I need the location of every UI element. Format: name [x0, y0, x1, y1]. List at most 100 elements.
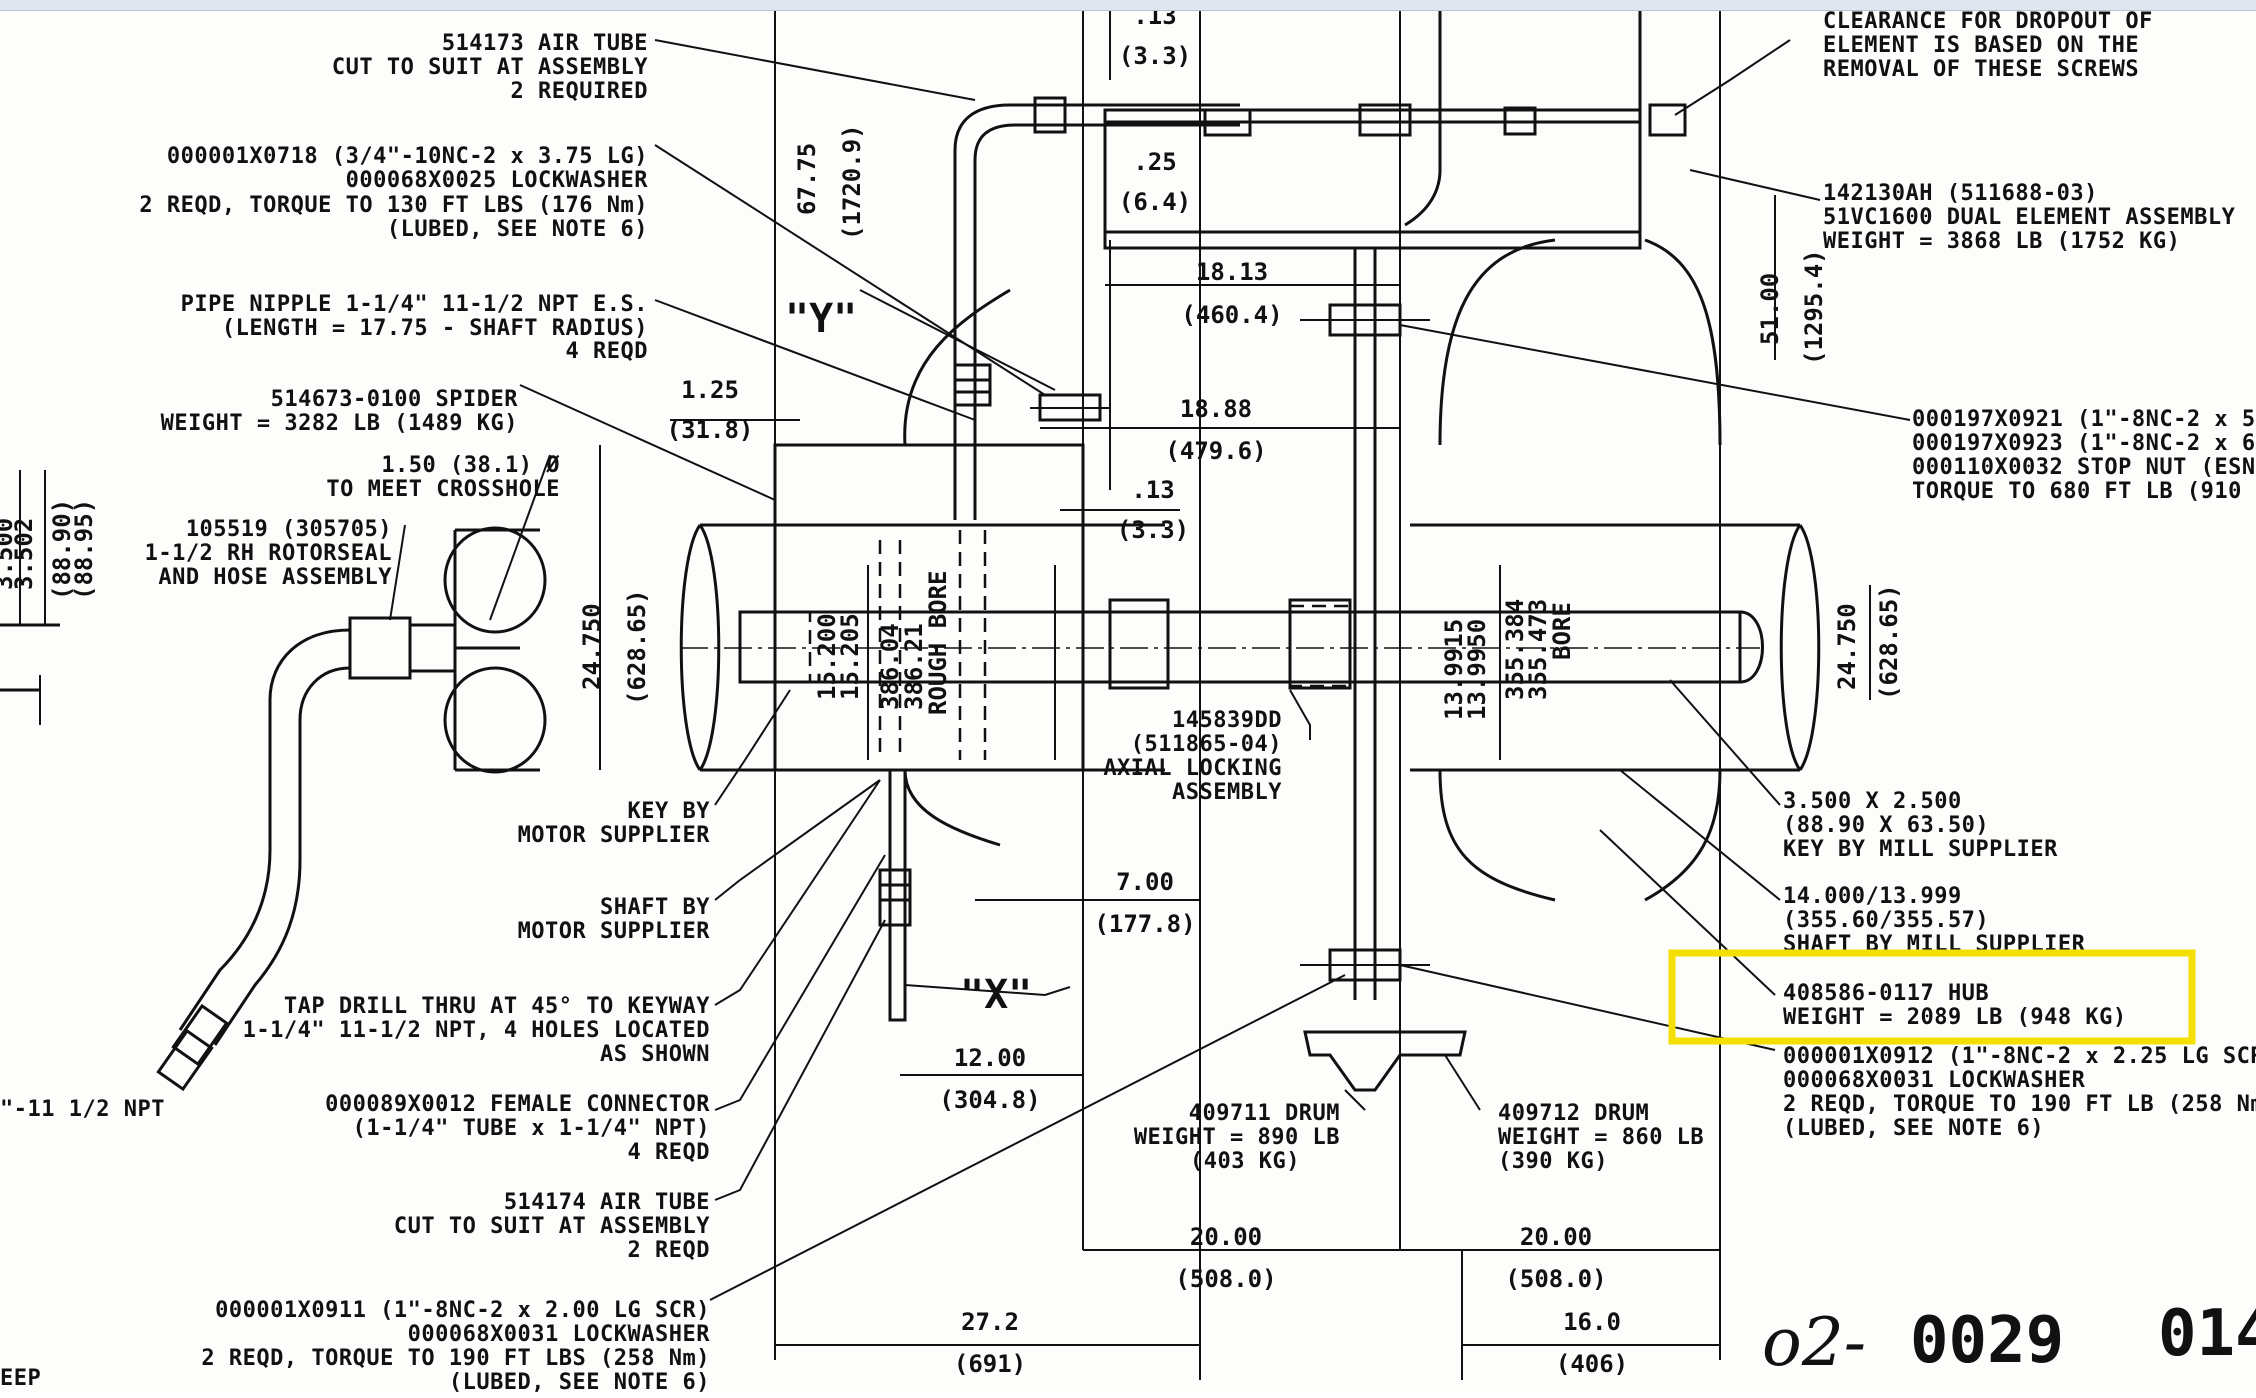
svg-text:CUT TO SUIT AT ASSEMBLY: CUT TO SUIT AT ASSEMBLY	[394, 1214, 710, 1239]
svg-text:1-1/2 RH ROTORSEAL: 1-1/2 RH ROTORSEAL	[145, 541, 392, 566]
dim-304-8: (304.8)	[939, 1086, 1040, 1114]
svg-text:000197X0921 (1"-8NC-2 x 5.: 000197X0921 (1"-8NC-2 x 5.	[1912, 407, 2256, 432]
callout-screw-0718: 000001X0718 (3/4"-10NC-2 x 3.75 LG) 0000…	[139, 144, 649, 242]
svg-text:MOTOR SUPPLIER: MOTOR SUPPLIER	[518, 919, 711, 944]
dim-25: .25	[1133, 148, 1176, 176]
svg-text:000001X0718 (3/4"-10NC-2 x 3.7: 000001X0718 (3/4"-10NC-2 x 3.75 LG)	[167, 144, 648, 169]
svg-text:2 REQD, TORQUE TO 190 FT LB (2: 2 REQD, TORQUE TO 190 FT LB (258 Nm)	[1783, 1092, 2256, 1117]
dim-13-mid: .13	[1131, 476, 1174, 504]
callout-screw-0911: 000001X0911 (1"-8NC-2 x 2.00 LG SCR) 000…	[201, 1298, 711, 1395]
svg-text:WEIGHT = 860 LB: WEIGHT = 860 LB	[1498, 1125, 1704, 1150]
svg-text:CLEARANCE FOR DROPOUT OF: CLEARANCE FOR DROPOUT OF	[1823, 9, 2153, 34]
svg-text:408586-0117 HUB: 408586-0117 HUB	[1783, 981, 1989, 1006]
svg-text:14.000/13.999: 14.000/13.999	[1783, 884, 1962, 909]
drawing-number: o2- 0029 014	[1762, 1297, 2256, 1381]
svg-text:105519 (305705): 105519 (305705)	[186, 517, 392, 542]
dim-508-0-right: (508.0)	[1505, 1265, 1606, 1293]
svg-text:145839DD: 145839DD	[1172, 708, 1282, 733]
dim-31-8: (31.8)	[667, 416, 754, 444]
svg-text:MOTOR SUPPLIER: MOTOR SUPPLIER	[518, 823, 711, 848]
callout-air-tube-514174: 514174 AIR TUBE CUT TO SUIT AT ASSEMBLY …	[394, 1190, 710, 1263]
dim-18-13: 18.13	[1196, 258, 1268, 286]
drawing-number-handwritten-prefix: o2-	[1762, 1304, 1866, 1381]
callout-axial-locking: 145839DD (511865-04) AXIAL LOCKING ASSEM…	[1103, 708, 1282, 805]
dim-1-25: 1.25	[681, 376, 739, 404]
dim-3-3-mid: (3.3)	[1117, 516, 1189, 544]
dim-88-90: (88.90)	[48, 499, 76, 600]
callout-stop-nut: 000197X0921 (1"-8NC-2 x 5. 000197X0923 (…	[1912, 407, 2256, 504]
svg-text:(511865-04): (511865-04)	[1131, 732, 1282, 757]
dim-508-0-left: (508.0)	[1175, 1265, 1276, 1293]
svg-text:(LUBED, SEE NOTE 6): (LUBED, SEE NOTE 6)	[387, 217, 648, 242]
svg-text:514173 AIR TUBE: 514173 AIR TUBE	[442, 31, 648, 56]
svg-text:(LUBED, SEE NOTE 6): (LUBED, SEE NOTE 6)	[449, 1370, 710, 1393]
svg-text:WEIGHT = 2089 LB (948 KG): WEIGHT = 2089 LB (948 KG)	[1783, 1005, 2127, 1030]
dim-460-4: (460.4)	[1181, 301, 1282, 329]
dim-386-21: 386.21	[900, 623, 928, 710]
dim-27-2: 27.2	[961, 1308, 1019, 1336]
dim-628-65-left: (628.65)	[623, 589, 651, 705]
svg-text:409711 DRUM: 409711 DRUM	[1189, 1101, 1340, 1126]
svg-text:2 REQD: 2 REQD	[628, 1238, 710, 1263]
callout-pipe-nipple: PIPE NIPPLE 1-1/4" 11-1/2 NPT E.S. (LENG…	[181, 292, 648, 364]
drawing-geometry	[0, 10, 1911, 1380]
callout-shaft-motor: SHAFT BY MOTOR SUPPLIER	[518, 895, 711, 944]
svg-text:PIPE NIPPLE 1-1/4" 11-1/2 NPT: PIPE NIPPLE 1-1/4" 11-1/2 NPT E.S.	[181, 292, 648, 317]
dim-7-00: 7.00	[1116, 868, 1174, 896]
dim-bore: BORE	[1548, 602, 1576, 660]
svg-text:51VC1600 DUAL ELEMENT ASSEMBLY: 51VC1600 DUAL ELEMENT ASSEMBLY	[1823, 205, 2236, 230]
dim-18-88: 18.88	[1180, 395, 1252, 423]
callout-screw-0912: 000001X0912 (1"-8NC-2 x 2.25 LG SCR) 000…	[1783, 1044, 2256, 1141]
svg-text:ASSEMBLY: ASSEMBLY	[1172, 780, 1282, 805]
svg-text:AS SHOWN: AS SHOWN	[600, 1042, 710, 1067]
svg-text:000001X0911 (1"-8NC-2 x 2.00 L: 000001X0911 (1"-8NC-2 x 2.00 LG SCR)	[215, 1298, 710, 1323]
dimension-labels: .13 (3.3) 67.75 (1720.9) .25 (6.4) 18.13…	[0, 2, 1903, 1378]
svg-text:(355.60/355.57): (355.60/355.57)	[1783, 908, 1989, 933]
callout-labels: 514173 AIR TUBE CUT TO SUIT AT ASSEMBLY …	[0, 9, 2256, 1395]
view-labels: "Y" "X"	[785, 296, 1032, 1018]
dim-691: (691)	[954, 1350, 1026, 1378]
svg-text:000068X0031 LOCKWASHER: 000068X0031 LOCKWASHER	[1783, 1068, 2086, 1093]
dim-20-00-right: 20.00	[1520, 1223, 1592, 1251]
dim-67-75: 67.75	[793, 143, 821, 215]
callout-clearance: CLEARANCE FOR DROPOUT OF ELEMENT IS BASE…	[1823, 9, 2153, 82]
dim-177-8: (177.8)	[1094, 910, 1195, 938]
callout-rotorseal: 105519 (305705) 1-1/2 RH ROTORSEAL AND H…	[145, 517, 392, 590]
svg-text:1-1/4" 11-1/2 NPT, 4 HOLES LOC: 1-1/4" 11-1/2 NPT, 4 HOLES LOCATED	[243, 1018, 710, 1043]
dim-12-00: 12.00	[954, 1044, 1026, 1072]
dim-3-3-top: (3.3)	[1119, 42, 1191, 70]
svg-text:CUT TO SUIT AT ASSEMBLY: CUT TO SUIT AT ASSEMBLY	[332, 55, 648, 80]
callout-eep: EEP	[0, 1366, 41, 1391]
svg-text:2 REQD, TORQUE TO 190 FT LBS (: 2 REQD, TORQUE TO 190 FT LBS (258 Nm)	[201, 1346, 710, 1371]
view-x-label: "X"	[960, 972, 1032, 1018]
svg-text:ELEMENT IS BASED ON THE: ELEMENT IS BASED ON THE	[1823, 33, 2139, 58]
svg-text:SHAFT BY: SHAFT BY	[600, 895, 710, 920]
svg-text:000068X0031 LOCKWASHER: 000068X0031 LOCKWASHER	[408, 1322, 711, 1347]
svg-text:514174 AIR TUBE: 514174 AIR TUBE	[504, 1190, 710, 1215]
dim-3-500: 3.500	[0, 518, 18, 590]
dim-355-473: 355.473	[1524, 599, 1552, 700]
svg-text:1.50 (38.1) Ø: 1.50 (38.1) Ø	[381, 453, 560, 478]
callout-air-tube-514173: 514173 AIR TUBE CUT TO SUIT AT ASSEMBLY …	[332, 31, 648, 104]
dim-16-0: 16.0	[1563, 1308, 1621, 1336]
svg-text:AND HOSE ASSEMBLY: AND HOSE ASSEMBLY	[158, 565, 392, 590]
svg-text:000001X0912 (1"-8NC-2 x 2.25 L: 000001X0912 (1"-8NC-2 x 2.25 LG SCR)	[1783, 1044, 2256, 1069]
svg-text:WEIGHT = 3868 LB (1752 KG): WEIGHT = 3868 LB (1752 KG)	[1823, 229, 2180, 254]
dim-406: (406)	[1556, 1350, 1628, 1378]
dim-479-6: (479.6)	[1165, 437, 1266, 465]
svg-text:REMOVAL OF THESE SCREWS: REMOVAL OF THESE SCREWS	[1823, 57, 2139, 82]
svg-text:WEIGHT = 890 LB: WEIGHT = 890 LB	[1134, 1125, 1340, 1150]
callout-drum-409711: 409711 DRUM WEIGHT = 890 LB (403 KG)	[1134, 1101, 1340, 1174]
svg-text:(390 KG): (390 KG)	[1498, 1149, 1608, 1174]
svg-text:000089X0012 FEMALE CONNECTOR: 000089X0012 FEMALE CONNECTOR	[325, 1092, 710, 1117]
callout-hub: 408586-0117 HUB WEIGHT = 2089 LB (948 KG…	[1783, 981, 2127, 1030]
svg-text:WEIGHT = 3282 LB (1489 KG): WEIGHT = 3282 LB (1489 KG)	[161, 411, 518, 436]
svg-text:000068X0025 LOCKWASHER: 000068X0025 LOCKWASHER	[346, 168, 649, 193]
callout-key-mill: 3.500 X 2.500 (88.90 X 63.50) KEY BY MIL…	[1783, 789, 2058, 862]
callout-drum-409712: 409712 DRUM WEIGHT = 860 LB (390 KG)	[1498, 1101, 1704, 1174]
svg-text:KEY BY: KEY BY	[628, 799, 711, 824]
svg-text:4 REQD: 4 REQD	[628, 1140, 710, 1165]
callout-crosshole: 1.50 (38.1) Ø TO MEET CROSSHOLE	[326, 453, 560, 502]
